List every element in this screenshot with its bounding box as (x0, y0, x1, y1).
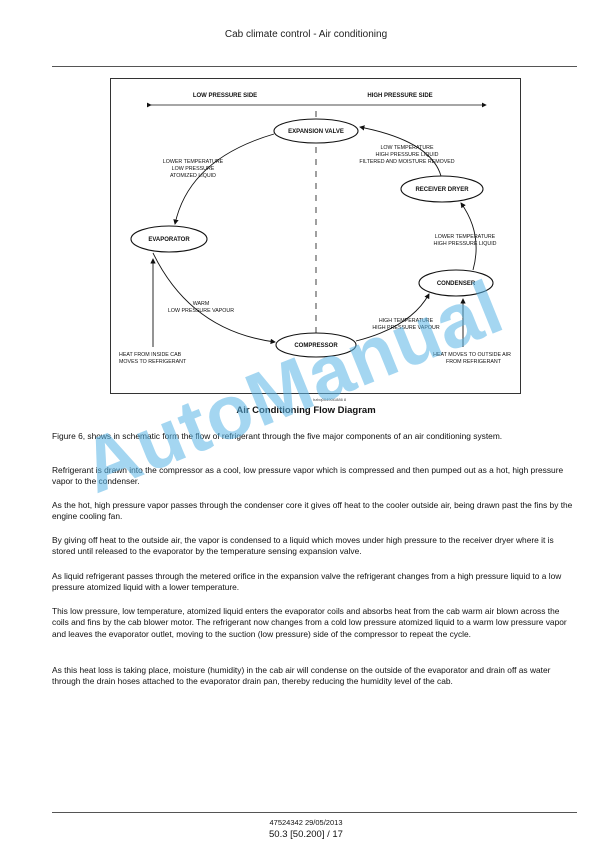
header-rule (52, 66, 577, 67)
svg-text:FILTERED AND MOISTURE REMOVED: FILTERED AND MOISTURE REMOVED (359, 159, 454, 165)
svg-text:FROM REFRIGERANT: FROM REFRIGERANT (446, 359, 502, 365)
label-heat-in: HEAT FROM INSIDE CAB MOVES TO REFRIGERAN… (119, 352, 187, 365)
arrow-evaporator-to-compressor (152, 252, 276, 345)
flow-diagram-svg: LOW PRESSURE SIDE HIGH PRESSURE SIDE EXP… (119, 93, 511, 365)
svg-text:LOW TEMPERATURE: LOW TEMPERATURE (380, 145, 434, 151)
paragraph-2: Refrigerant is drawn into the compressor… (52, 465, 564, 487)
figure-reference: hzbq00490t1886 8 (313, 397, 347, 402)
paragraph-3: As the hot, high pressure vapor passes t… (52, 500, 573, 522)
footer-document-id: 47524342 29/05/2013 (269, 818, 343, 827)
evaporator-label: EVAPORATOR (148, 237, 190, 243)
svg-text:WARM: WARM (193, 301, 210, 307)
svg-text:LOW PRESSURE VAPOUR: LOW PRESSURE VAPOUR (168, 308, 234, 314)
expansion-valve-node: EXPANSION VALVE (273, 118, 359, 144)
svg-text:HIGH PRESSURE VAPOUR: HIGH PRESSURE VAPOUR (372, 325, 439, 331)
label-dryer-to-expansion: LOW TEMPERATURE HIGH PRESSURE LIQUID FIL… (359, 145, 454, 165)
paragraph-1: Figure 6, shows in schematic form the fl… (52, 431, 503, 441)
evaporator-node: EVAPORATOR (130, 225, 208, 253)
label-compressor-to-condenser: HIGH TEMPERATURE HIGH PRESSURE VAPOUR (372, 318, 439, 331)
svg-text:HIGH PRESSURE LIQUID: HIGH PRESSURE LIQUID (434, 241, 497, 247)
svg-text:HIGH TEMPERATURE: HIGH TEMPERATURE (379, 318, 434, 324)
label-heat-out: HEAT MOVES TO OUTSIDE AIR FROM REFRIGERA… (433, 352, 511, 365)
paragraph-4: By giving off heat to the outside air, t… (52, 535, 554, 557)
arrow-expansion-to-evaporator (173, 133, 275, 225)
svg-text:HEAT FROM INSIDE CAB: HEAT FROM INSIDE CAB (119, 352, 182, 358)
label-evaporator-to-compressor: WARM LOW PRESSURE VAPOUR (168, 301, 234, 314)
label-expansion-to-evaporator: LOWER TEMPERATURE LOW PRESSURE ATOMIZED … (163, 159, 224, 179)
arrow-condenser-to-dryer (460, 202, 477, 271)
compressor-label: COMPRESSOR (294, 343, 338, 349)
arrow-compressor-to-condenser (355, 293, 430, 342)
compressor-node: COMPRESSOR (275, 332, 357, 358)
svg-text:ATOMIZED LIQUID: ATOMIZED LIQUID (170, 173, 216, 179)
paragraph-7: As this heat loss is taking place, moist… (52, 665, 551, 687)
footer-rule (52, 812, 577, 813)
paragraph-5: As liquid refrigerant passes through the… (52, 571, 562, 593)
page-header-title: Cab climate control - Air conditioning (224, 29, 388, 40)
svg-text:LOWER TEMPERATURE: LOWER TEMPERATURE (163, 159, 224, 165)
svg-text:LOWER TEMPERATURE: LOWER TEMPERATURE (435, 234, 496, 240)
svg-text:HEAT MOVES TO OUTSIDE AIR: HEAT MOVES TO OUTSIDE AIR (433, 352, 511, 358)
arrow-dryer-to-expansion (359, 125, 442, 177)
footer-page-number: 50.3 [50.200] / 17 (269, 829, 343, 840)
svg-text:MOVES TO REFRIGERANT: MOVES TO REFRIGERANT (119, 359, 187, 365)
receiver-dryer-node: RECEIVER DRYER (400, 175, 484, 203)
high-pressure-side-label: HIGH PRESSURE SIDE (367, 93, 432, 99)
paragraph-6: This low pressure, low temperature, atom… (52, 606, 567, 639)
receiver-dryer-label: RECEIVER DRYER (415, 187, 469, 193)
label-condenser-to-dryer: LOWER TEMPERATURE HIGH PRESSURE LIQUID (434, 234, 497, 247)
condenser-node: CONDENSER (418, 269, 494, 297)
low-pressure-side-label: LOW PRESSURE SIDE (193, 93, 257, 99)
svg-text:HIGH PRESSURE LIQUID: HIGH PRESSURE LIQUID (376, 152, 439, 158)
condenser-label: CONDENSER (437, 281, 476, 287)
figure-caption: Air Conditioning Flow Diagram (236, 405, 376, 416)
flow-diagram: LOW PRESSURE SIDE HIGH PRESSURE SIDE EXP… (110, 78, 521, 394)
expansion-valve-label: EXPANSION VALVE (288, 129, 344, 135)
svg-text:LOW PRESSURE: LOW PRESSURE (172, 166, 215, 172)
